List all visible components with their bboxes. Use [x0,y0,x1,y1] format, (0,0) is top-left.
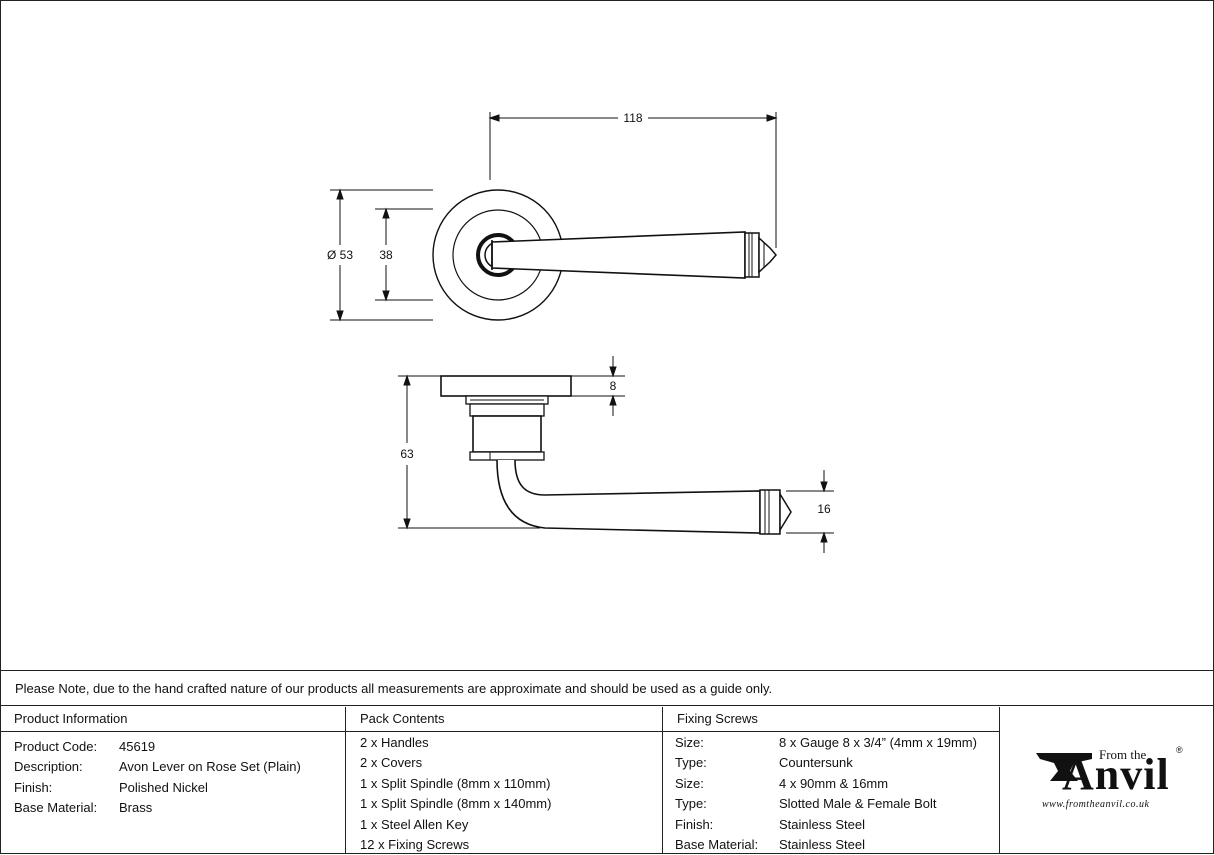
list-item: 2 x Covers [360,753,662,774]
row-label: Size: [675,735,779,750]
lever-top [492,232,745,278]
fixing-screws-panel: Fixing Screws Size: 8 x Gauge 8 x 3/4” (… [663,707,1000,854]
disclaimer-note: Please Note, due to the hand crafted nat… [15,681,772,696]
row-value: Stainless Steel [779,817,865,832]
logo-wordmark: Anvil [1062,749,1170,800]
product-code-row: Product Code: 45619 [14,736,345,757]
table-row: Size: 4 x 90mm & 16mm [675,773,999,794]
row-value: 8 x Gauge 8 x 3/4” (4mm x 19mm) [779,735,977,750]
product-information-panel: Product Information Product Code: 45619 … [0,707,346,854]
list-item: 1 x Split Spindle (8mm x 110mm) [360,773,662,794]
dim-rose-diameter-label: Ø 53 [327,248,353,262]
row-value: Stainless Steel [779,837,865,852]
table-row: Base Material: Stainless Steel [675,835,999,855]
row-label: Size: [675,776,779,791]
list-item: 2 x Handles [360,732,662,753]
logo-registered-mark: ® [1176,745,1183,755]
rose-side [441,376,571,396]
table-row: Finish: Stainless Steel [675,814,999,835]
disclaimer-row: Please Note, due to the hand crafted nat… [0,670,1214,706]
table-row: Type: Slotted Male & Female Bolt [675,794,999,815]
row-value: Avon Lever on Rose Set (Plain) [119,759,301,774]
row-label: Type: [675,796,779,811]
product-information-heading: Product Information [0,707,345,732]
row-value: Polished Nickel [119,780,208,795]
logo-website: www.fromtheanvil.co.uk [1042,799,1149,810]
pack-contents-panel: Pack Contents 2 x Handles 2 x Covers 1 x… [346,707,663,854]
technical-drawing: 118 Ø 53 38 8 63 16 [0,0,1214,670]
row-label: Base Material: [675,837,779,852]
row-label: Product Code: [14,739,119,754]
table-row: Size: 8 x Gauge 8 x 3/4” (4mm x 19mm) [675,732,999,753]
brand-logo-panel: From the ® Anvil www.fromtheanvil.co.uk [1000,707,1214,854]
pack-contents-heading: Pack Contents [346,707,662,732]
row-label: Type: [675,755,779,770]
description-row: Description: Avon Lever on Rose Set (Pla… [14,757,345,778]
row-value: Brass [119,800,152,815]
row-label: Finish: [675,817,779,832]
row-value: 45619 [119,739,155,754]
dim-rose-thickness-label: 8 [610,379,617,393]
row-label: Finish: [14,780,119,795]
dim-projection-label: 63 [400,447,414,461]
dim-length-label: 118 [623,111,642,125]
dim-inner-diameter-label: 38 [379,248,393,262]
list-item: 1 x Steel Allen Key [360,814,662,835]
base-material-row: Base Material: Brass [14,798,345,819]
row-value: Slotted Male & Female Bolt [779,796,937,811]
list-item: 12 x Fixing Screws [360,835,662,855]
table-row: Type: Countersunk [675,753,999,774]
finish-row: Finish: Polished Nickel [14,777,345,798]
dim-grip-height-label: 16 [817,502,831,516]
fixing-screws-heading: Fixing Screws [663,707,999,732]
row-label: Base Material: [14,800,119,815]
row-label: Description: [14,759,119,774]
list-item: 1 x Split Spindle (8mm x 140mm) [360,794,662,815]
row-value: 4 x 90mm & 16mm [779,776,888,791]
lever-side [497,460,760,533]
row-value: Countersunk [779,755,853,770]
